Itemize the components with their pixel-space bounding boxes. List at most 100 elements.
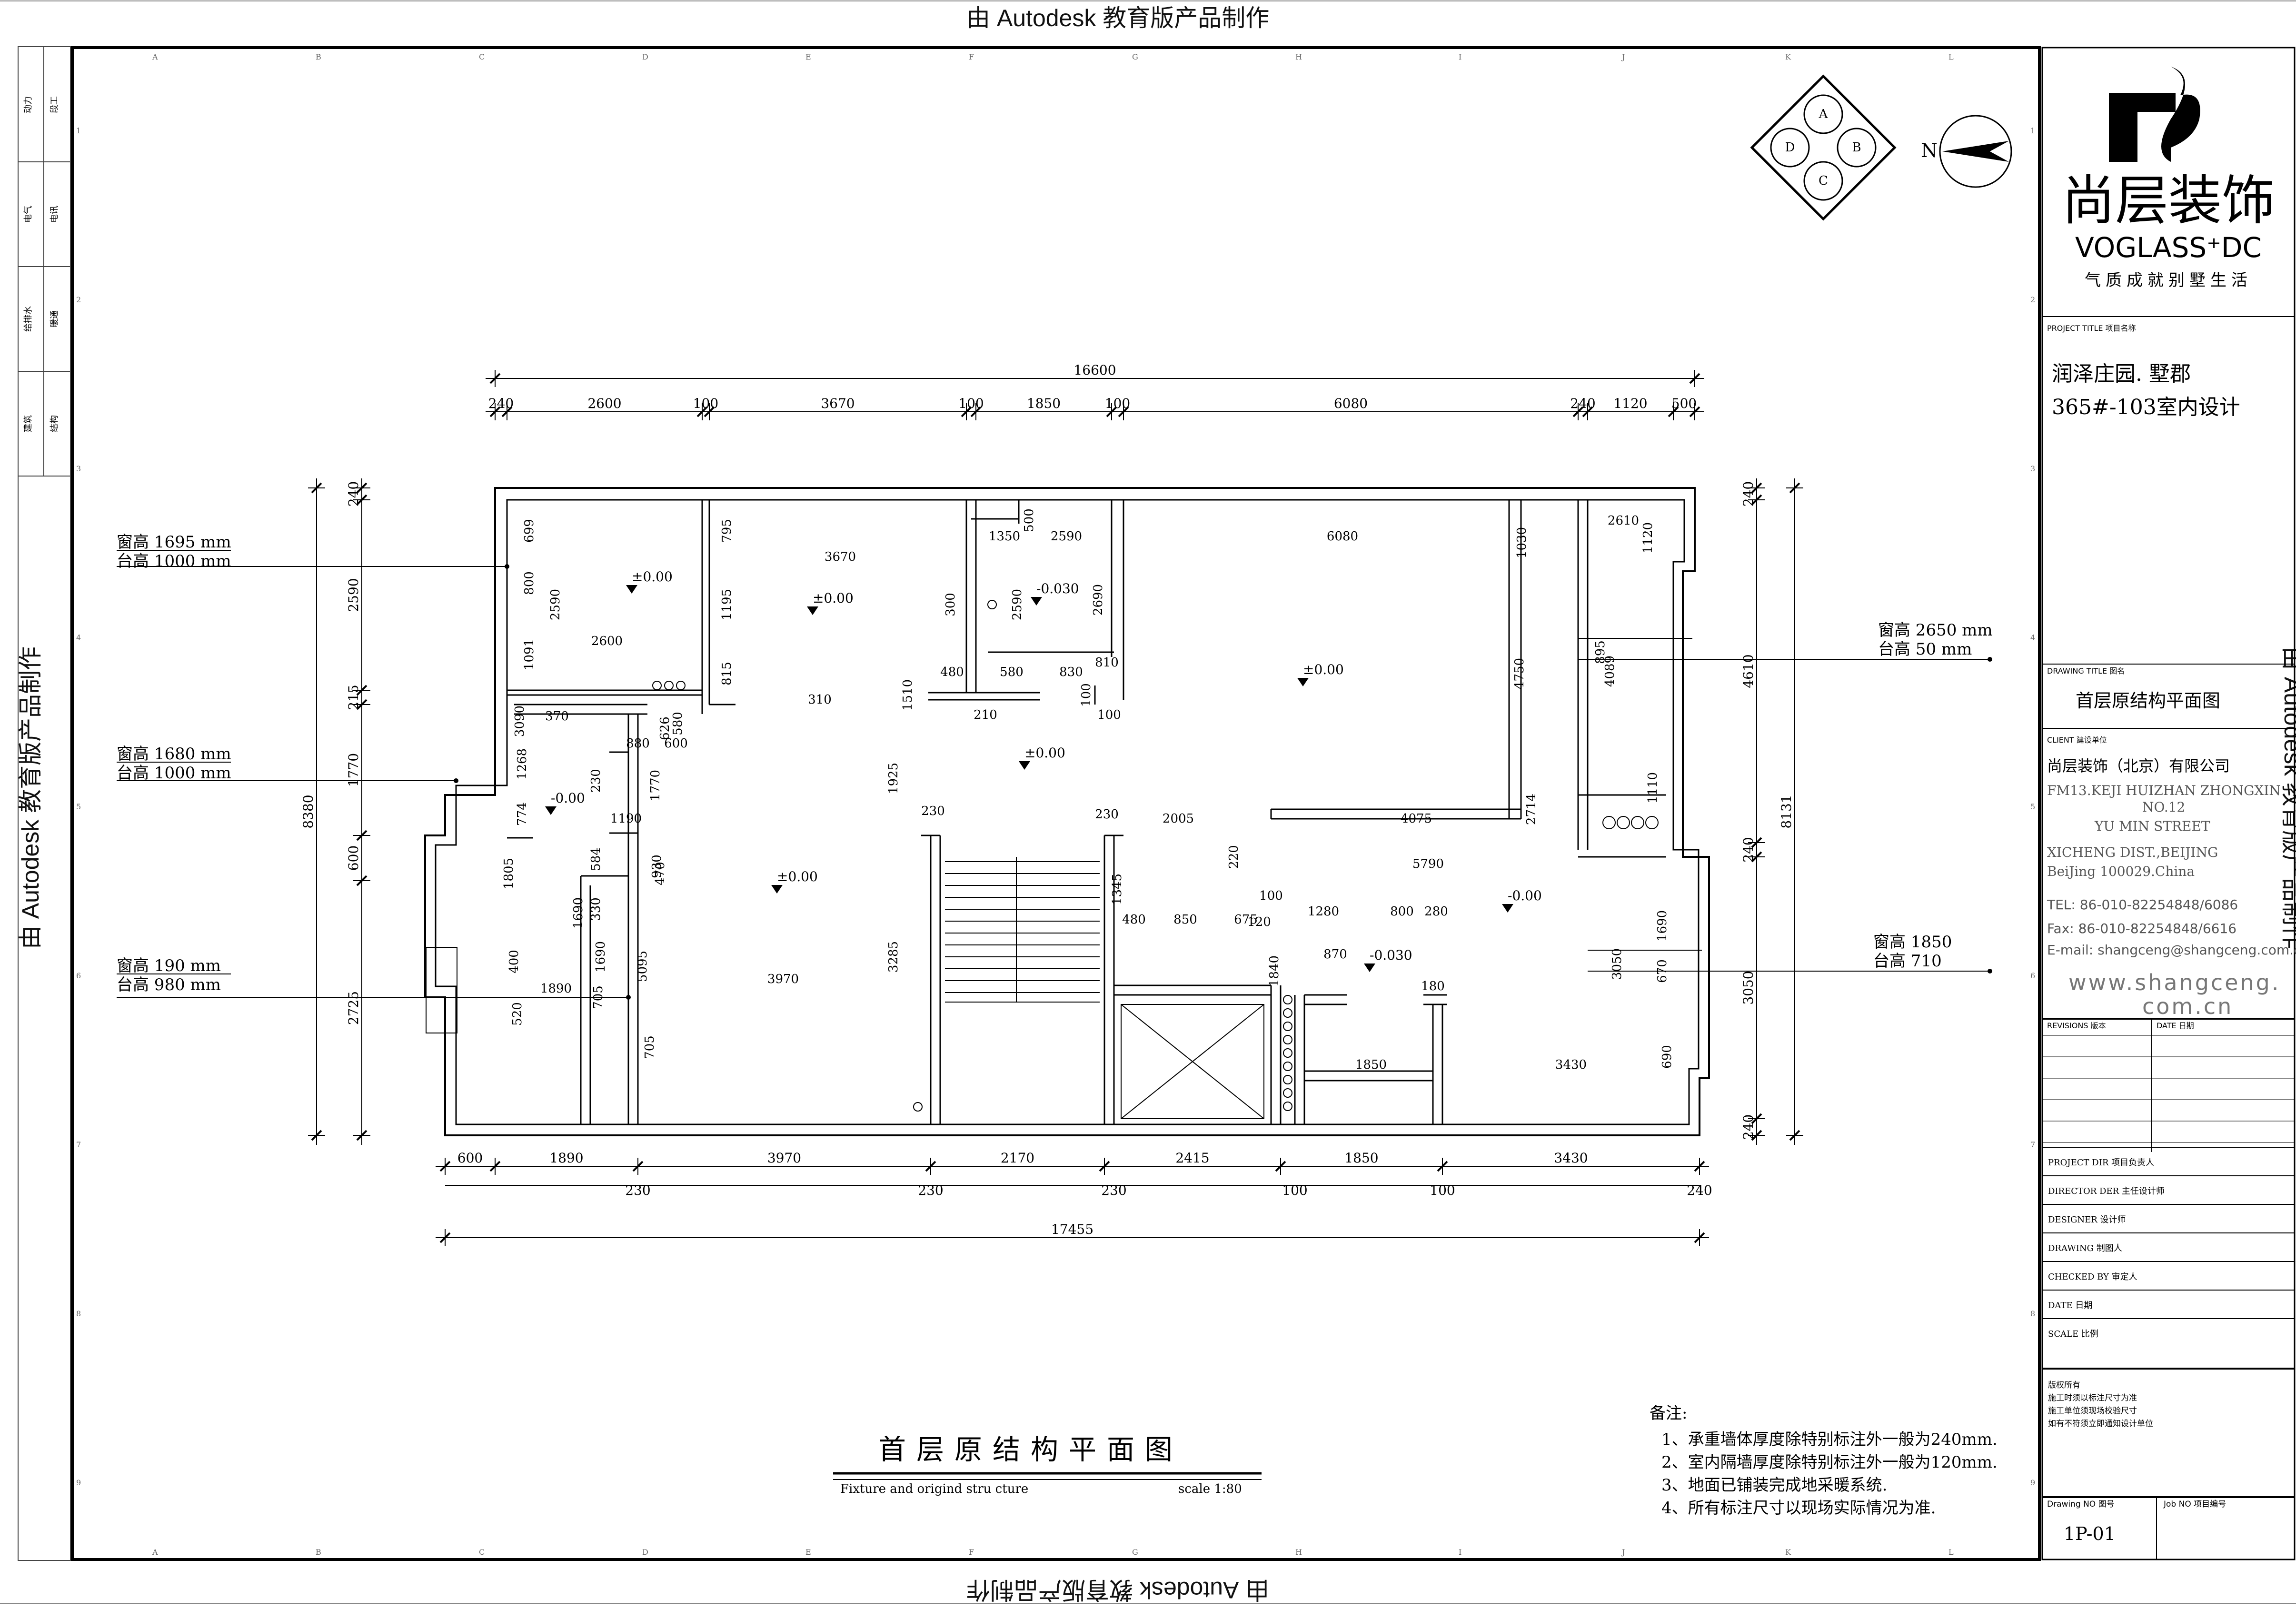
inner-dim: 480	[940, 665, 964, 679]
top-dim: 1850	[1027, 396, 1061, 411]
dimension-tick	[356, 482, 368, 494]
level-marker-icon	[626, 585, 637, 594]
inner-dim: 850	[1173, 913, 1197, 927]
date-col-label: DATE 日期	[2157, 1021, 2194, 1030]
bottom-dim: 3430	[1554, 1150, 1588, 1166]
top-dim: 100	[693, 396, 718, 411]
bottom-dim: 1850	[1344, 1150, 1378, 1166]
inner-dim: 1190	[610, 812, 642, 826]
left-dim: 215	[346, 685, 361, 710]
inner-dim: 1690	[594, 941, 608, 973]
right-dim: 240	[1740, 481, 1756, 507]
fixture-circle	[1283, 1075, 1292, 1084]
dimension-tick	[1275, 1161, 1286, 1172]
dimension-tick	[1118, 406, 1129, 417]
grid-row-label: 2	[76, 295, 81, 304]
leader-dot	[626, 995, 631, 1000]
dimension-tick	[925, 1161, 936, 1172]
plan-scale: scale 1:80	[1178, 1482, 1242, 1496]
inner-dim: 2600	[591, 634, 623, 648]
window-sill-label: 台高 710	[1873, 952, 1942, 971]
grid-row-label: 7	[76, 1140, 81, 1149]
plan-title-en: Fixture and origind stru cture	[840, 1482, 1028, 1496]
title-block-field: DIRECTOR DER 主任设计师	[2048, 1186, 2165, 1196]
inner-dim: 3050	[1610, 948, 1624, 980]
inner-dim: 2590	[548, 589, 563, 620]
inner-dim: 930	[650, 854, 664, 878]
dimension-tick	[1694, 1232, 1705, 1243]
dimension-tick	[1751, 837, 1762, 848]
top-dim: 3670	[821, 396, 855, 411]
dimension-tick	[489, 373, 501, 384]
grid-column-label: J	[1621, 1548, 1625, 1557]
level-marker-icon	[1364, 963, 1375, 972]
dimension-tick	[1572, 406, 1584, 417]
inner-dim: 210	[974, 708, 997, 722]
level-label: -0.00	[551, 790, 585, 806]
grid-column-label: D	[642, 52, 648, 61]
inner-dim: 815	[720, 662, 734, 685]
dimension-tick	[1106, 406, 1117, 417]
revisions-label: REVISIONS 版本	[2047, 1021, 2106, 1030]
grid-row-label: 5	[2030, 802, 2035, 811]
grid-row-label: 3	[2030, 464, 2035, 473]
window-height-label: 窗高 1695 mm	[117, 533, 231, 552]
level-marker-icon	[1502, 904, 1513, 913]
window-height-label: 窗高 1850	[1873, 933, 1952, 952]
inner-dim: 3670	[825, 550, 856, 564]
inner-dim: 480	[1122, 913, 1146, 927]
dimension-tick	[501, 406, 513, 417]
inner-dim: 100	[1079, 683, 1093, 707]
inner-dim: 895	[1593, 640, 1608, 664]
inner-dim: 690	[1660, 1045, 1674, 1069]
grid-row-label: 5	[76, 802, 81, 811]
right-dim: 240	[1740, 1114, 1756, 1140]
copyright-line: 版权所有	[2048, 1381, 2080, 1390]
left-dim: 240	[346, 481, 361, 507]
inner-dim: 2005	[1163, 812, 1194, 826]
level-label: ±0.00	[1303, 662, 1344, 677]
grid-column-label: A	[152, 1548, 158, 1557]
inner-dim: 1345	[1110, 874, 1124, 905]
brand-logo	[2109, 67, 2200, 162]
address-line: YU MIN STREET	[2094, 818, 2210, 834]
leader-dot	[1988, 657, 1992, 662]
fixture-circle	[1283, 1035, 1292, 1044]
inner-dim: 3970	[767, 972, 799, 986]
left-strip-label: 结构	[50, 415, 60, 432]
notes-heading: 备注:	[1650, 1404, 1687, 1423]
title-block-field: PROJECT DIR 项目负责人	[2048, 1158, 2154, 1168]
grid-column-label: H	[1295, 52, 1302, 61]
dimension-tick	[1689, 406, 1700, 417]
inner-dim: 2590	[1010, 589, 1024, 620]
north-arrow-icon: N	[1921, 115, 2012, 188]
level-marker-icon	[807, 606, 818, 615]
window-sill-label: 台高 1000 mm	[117, 764, 231, 783]
grid-column-label: C	[479, 52, 485, 61]
inner-dim: 880	[626, 736, 650, 751]
dimension-tick	[1099, 1161, 1110, 1172]
left-strip-label: 电讯	[50, 206, 60, 223]
grid-column-label: A	[152, 52, 158, 61]
inner-dim: 2590	[1051, 529, 1082, 544]
grid-row-label: 1	[76, 126, 81, 135]
window-sill-label: 台高 980 mm	[117, 975, 221, 994]
title-block-field: DESIGNER 设计师	[2048, 1215, 2126, 1225]
tel: TEL: 86-010-82254848/6086	[2047, 897, 2238, 913]
window-height-label: 窗高 190 mm	[117, 956, 221, 975]
title-block-field: SCALE 比例	[2048, 1329, 2098, 1339]
title-block-frame	[2041, 47, 2296, 1560]
note-item: 1、承重墙体厚度除特别标注外一般为240mm.	[1661, 1430, 1998, 1449]
dimension-tick	[632, 1161, 644, 1172]
grid-row-label: 6	[2030, 971, 2035, 980]
top-dim: 2600	[587, 396, 621, 411]
dimension-tick	[1789, 482, 1800, 494]
project-title-label: PROJECT TITLE 项目名称	[2047, 324, 2136, 333]
inner-dim: 280	[1424, 904, 1448, 919]
bottom-dim-secondary: 230	[625, 1182, 650, 1198]
grid-column-label: L	[1948, 1548, 1954, 1557]
level-label: ±0.00	[632, 569, 673, 585]
inner-dim: 370	[545, 709, 569, 724]
left-dim: 1770	[346, 753, 361, 787]
